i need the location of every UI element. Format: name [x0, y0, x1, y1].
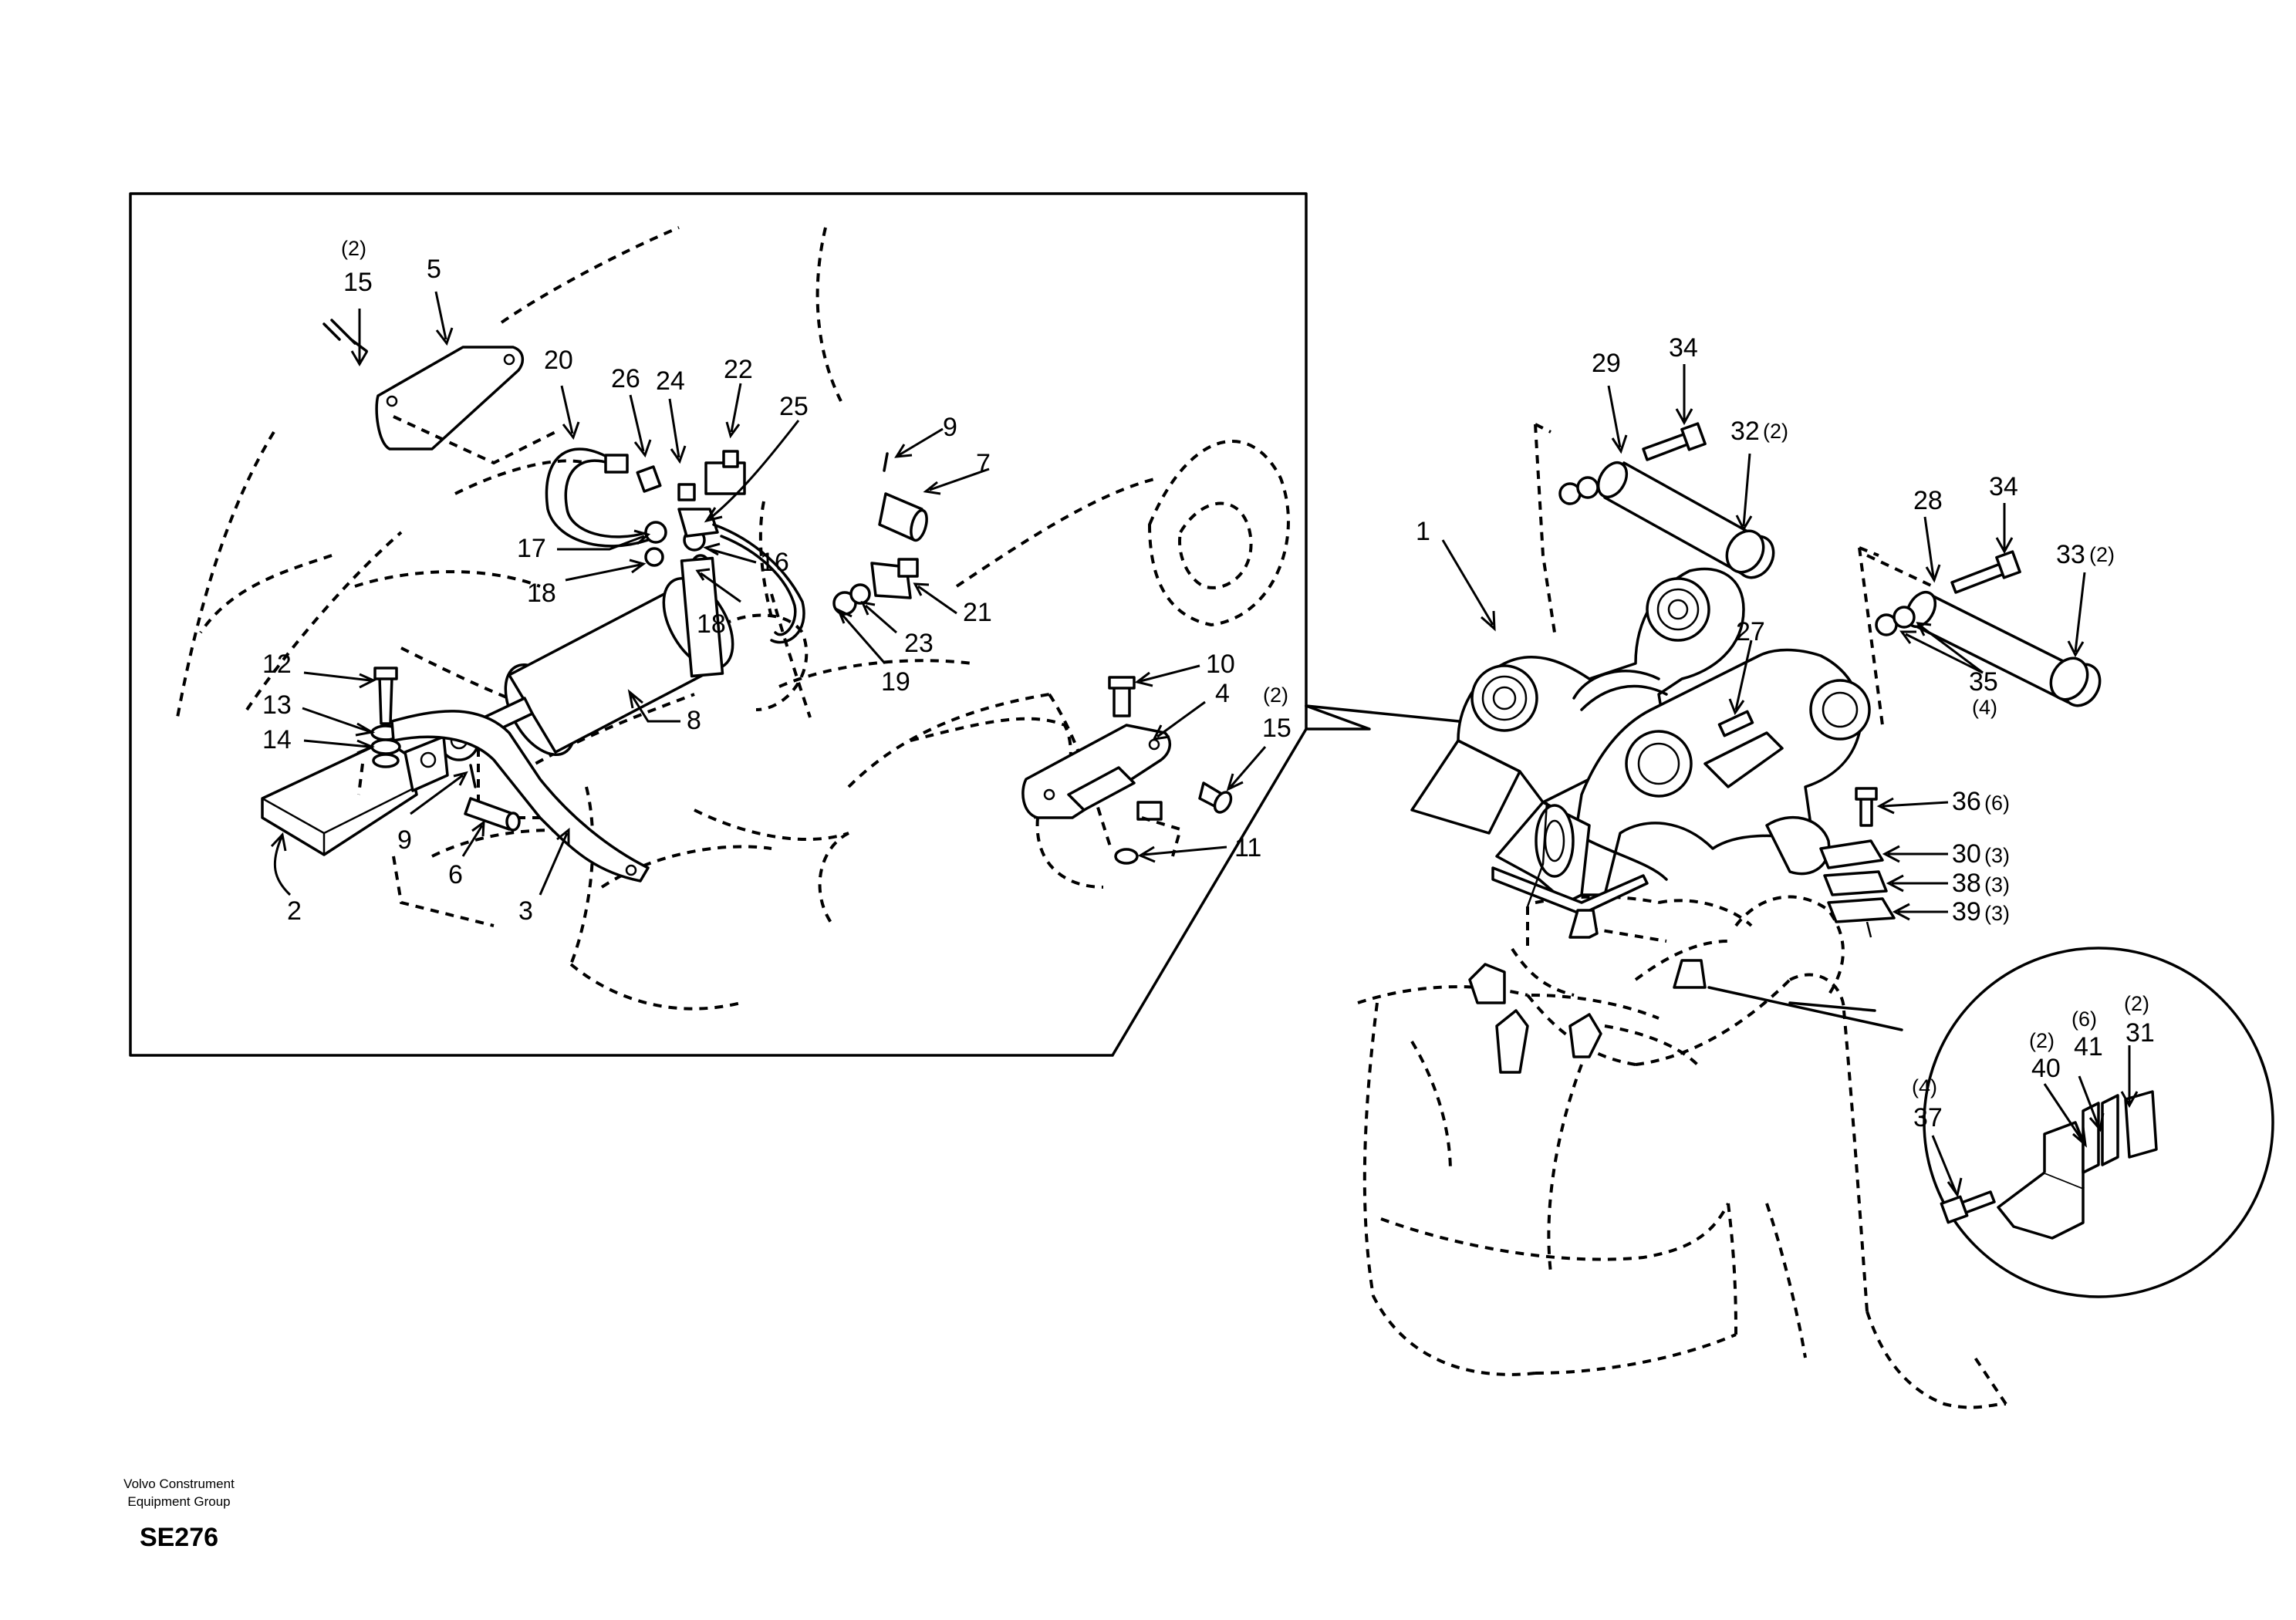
publisher-line-2: Equipment Group [127, 1494, 231, 1509]
callout-40-qty: (2) [2029, 1029, 2055, 1052]
callout-32-qty: (2) [1763, 420, 1788, 443]
callout-38-qty: (3) [1984, 873, 2010, 896]
callout-18-left: 18 [527, 579, 556, 608]
callout-24: 24 [656, 366, 685, 396]
quick-coupler-assembly [1357, 422, 2102, 1409]
callout-9-top: 9 [943, 413, 957, 442]
callout-1: 1 [1416, 517, 1430, 546]
callout-23: 23 [904, 629, 934, 658]
callout-31: 31 [2125, 1018, 2155, 1048]
callout-7: 7 [976, 449, 991, 478]
callout-15-right: 15 [1262, 714, 1292, 743]
callout-5: 5 [427, 255, 441, 284]
callout-12: 12 [262, 650, 292, 679]
callout-33-qty: (2) [2089, 543, 2115, 566]
wear-pad-detail-circle [1923, 947, 2274, 1298]
callout-37: 37 [1913, 1103, 1943, 1132]
callout-31-qty: (2) [2124, 992, 2149, 1015]
callout-36-qty: (6) [1984, 791, 2010, 815]
callout-3: 3 [518, 896, 533, 926]
callout-38: 38 [1952, 869, 1981, 898]
callout-27: 27 [1736, 617, 1765, 646]
callout-39-qty: (3) [1984, 902, 2010, 925]
callout-19: 19 [881, 667, 910, 697]
callout-41: 41 [2074, 1032, 2103, 1061]
callout-22: 22 [724, 355, 753, 384]
callout-21: 21 [963, 598, 992, 627]
callout-14: 14 [262, 725, 292, 754]
callout-15-top-qty: (2) [341, 237, 366, 260]
callout-labels: 1 2 3 4 5 6 7 8 9 9 10 11 12 13 14 (2) 1… [262, 237, 2155, 1132]
callout-15-right-qty: (2) [1263, 683, 1288, 707]
callout-32: 32 [1730, 417, 1760, 446]
callout-25: 25 [779, 392, 809, 421]
callout-29: 29 [1592, 349, 1621, 378]
drawing-footer: Volvo Construment Equipment Group SE276 [86, 1475, 272, 1553]
callout-18-right: 18 [697, 609, 726, 639]
callout-2: 2 [287, 896, 302, 926]
callout-26: 26 [611, 364, 640, 393]
callout-41-qty: (6) [2071, 1007, 2097, 1031]
callout-15-top: 15 [343, 268, 373, 297]
callout-4: 4 [1215, 679, 1230, 708]
callout-34-right: 34 [1989, 472, 2018, 501]
callout-30-qty: (3) [1984, 844, 2010, 867]
callout-36: 36 [1952, 787, 1981, 816]
callout-35: 35 [1969, 667, 1998, 697]
callout-10: 10 [1206, 650, 1235, 679]
publisher-line-1: Volvo Construment [123, 1477, 235, 1491]
callout-leaders [270, 291, 2139, 1198]
drawing-code: SE276 [139, 1523, 219, 1552]
callout-8: 8 [687, 706, 701, 735]
callout-40: 40 [2031, 1054, 2061, 1083]
callout-20: 20 [544, 346, 573, 375]
callout-33: 33 [2056, 540, 2085, 569]
callout-39: 39 [1952, 897, 1981, 926]
inset-parts [261, 319, 1233, 927]
callout-9-bottom: 9 [397, 825, 412, 855]
callout-30: 30 [1952, 839, 1981, 869]
detail-inset-frame [129, 192, 1537, 1057]
cover-plate [375, 346, 525, 451]
callout-35-qty: (4) [1972, 696, 1997, 719]
callout-11: 11 [1234, 833, 1261, 862]
callout-13: 13 [262, 690, 292, 720]
callout-37-qty: (4) [1912, 1075, 1937, 1099]
callout-34-top: 34 [1669, 333, 1698, 363]
callout-16: 16 [760, 548, 789, 577]
callout-28: 28 [1913, 486, 1943, 515]
callout-6: 6 [448, 860, 463, 889]
inset-phantom-lines [176, 226, 1290, 1011]
callout-17: 17 [517, 534, 546, 563]
